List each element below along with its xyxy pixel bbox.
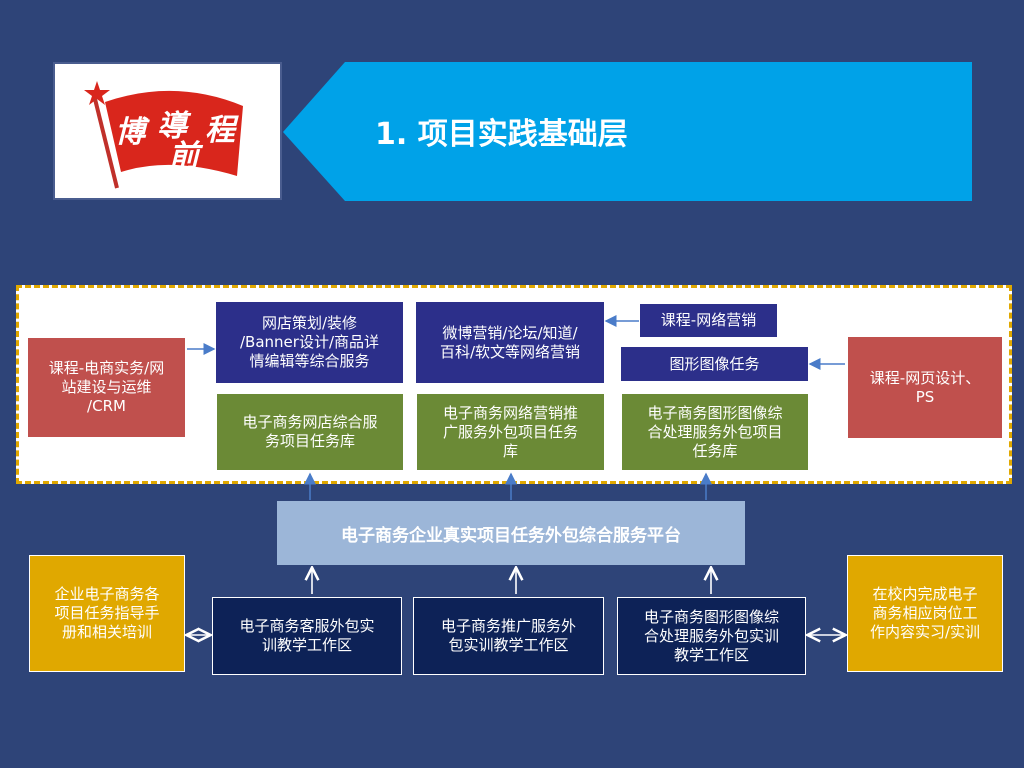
guide-box: 企业电子商务各 项目任务指导手 册和相关培训 [29, 555, 185, 672]
platform-bar: 电子商务企业真实项目任务外包综合服务平台 [277, 501, 745, 565]
left-course-box: 课程-电商实务/网 站建设与运维 /CRM [27, 337, 186, 438]
marketing-library-box: 电子商务网络营销推 广服务外包项目任务 库 [416, 393, 605, 471]
marketing-service-box: 微博营销/论坛/知道/ 百科/软文等网络营销 [416, 302, 604, 383]
graphics-library-box: 电子商务图形图像综 合处理服务外包项目 任务库 [621, 393, 809, 471]
logo-char-1: 博 [115, 115, 150, 150]
logo-char-2: 導 [157, 109, 192, 144]
logo-char-3: 前 [169, 139, 204, 174]
logo-card: 博 導 前 程 [53, 62, 282, 200]
course-network-box: 课程-网络营销 [640, 304, 777, 337]
shop-service-box: 网店策划/装修 /Banner设计/商品详 情编辑等综合服务 [216, 302, 403, 383]
logo-flag-icon: 博 導 前 程 [84, 81, 243, 189]
page-title: 1. 项目实践基础层 [375, 117, 628, 152]
logo-char-4: 程 [205, 113, 239, 148]
shop-library-box: 电子商务网店综合服 务项目任务库 [216, 393, 404, 471]
graphics-workspace-box: 电子商务图形图像综 合处理服务外包实训 教学工作区 [617, 597, 806, 675]
right-course-box: 课程-网页设计、 PS [847, 336, 1003, 439]
graphics-task-box: 图形图像任务 [621, 347, 808, 381]
title-banner [283, 62, 972, 201]
promo-workspace-box: 电子商务推广服务外 包实训教学工作区 [413, 597, 604, 675]
logo-star [84, 81, 110, 105]
cs-workspace-box: 电子商务客服外包实 训教学工作区 [212, 597, 402, 675]
internship-box: 在校内完成电子 商务相应岗位工 作内容实习/实训 [847, 555, 1003, 672]
